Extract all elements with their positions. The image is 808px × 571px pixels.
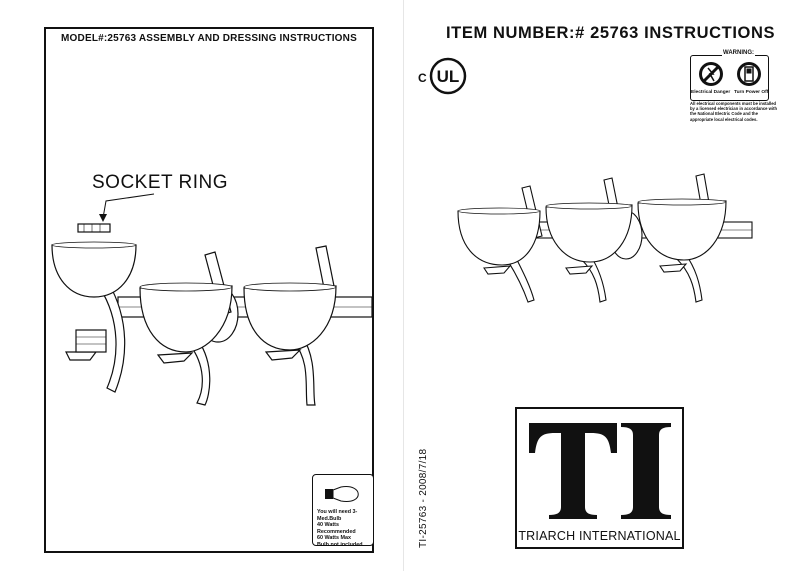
bulb-line: 60 Watts Max — [317, 535, 351, 542]
warning-note: All electrical components must be instal… — [690, 101, 778, 122]
triarch-logo: TRIARCH INTERNATIONAL — [515, 407, 684, 549]
page-fold — [403, 0, 404, 571]
assembly-title: MODEL#:25763 ASSEMBLY AND DRESSING INSTR… — [61, 33, 357, 44]
power-off-icon — [737, 62, 761, 86]
bulb-line: 40 Watts Recommended — [317, 522, 356, 535]
bulb-requirements: You will need 3- Med.Bulb 40 Watts Recom… — [317, 509, 373, 549]
left-page: MODEL#:25763 ASSEMBLY AND DRESSING INSTR… — [44, 27, 374, 553]
electrical-danger-label: Electrical Danger — [691, 90, 731, 95]
turn-power-off-label: Turn Power Off — [734, 90, 769, 95]
socket-ring-callout: SOCKET RING — [92, 172, 229, 193]
fixture-exploded-drawing — [51, 223, 373, 406]
ti-logo-mark — [529, 423, 671, 519]
svg-text:UL: UL — [437, 67, 460, 86]
light-bulb-icon — [325, 486, 359, 502]
bulb-line: You will need 3- Med.Bulb — [317, 509, 358, 522]
callout-arrow — [99, 193, 155, 222]
ul-prefix: C — [418, 71, 427, 85]
instructions-frame — [44, 27, 374, 553]
document-code: TI-25763 - 2008/7/18 — [418, 448, 429, 548]
right-page: ITEM NUMBER:# 25763 INSTRUCTIONS C UL WA… — [404, 0, 808, 571]
assembled-fixture-drawing — [457, 173, 753, 303]
item-title: ITEM NUMBER:# 25763 INSTRUCTIONS — [446, 24, 776, 42]
ul-listed-icon: UL — [429, 57, 467, 95]
bulb-requirement-box: You will need 3- Med.Bulb 40 Watts Recom… — [312, 474, 374, 549]
electrical-danger-icon — [699, 62, 723, 86]
bulb-line: Bulb not included. — [317, 541, 365, 548]
company-name: TRIARCH INTERNATIONAL — [518, 529, 681, 543]
warning-title: WARNING: — [722, 50, 755, 56]
